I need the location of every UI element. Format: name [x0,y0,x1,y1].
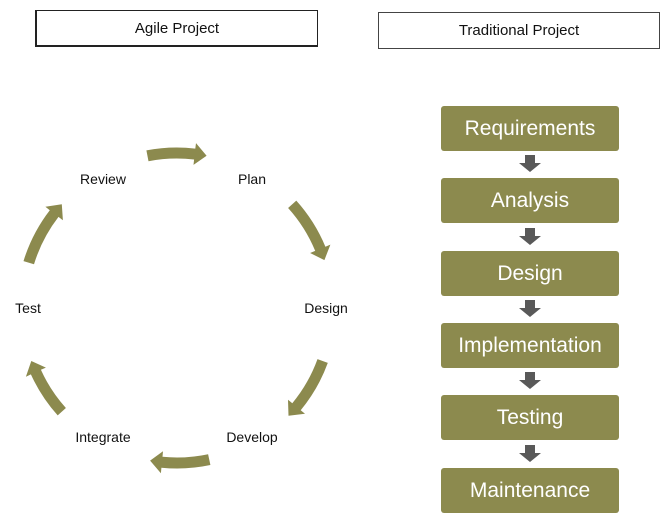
cycle-label-review: Review [80,171,126,187]
cycle-label-design: Design [304,300,348,316]
cycle-label-test: Test [15,300,41,316]
step-implementation: Implementation [441,323,619,368]
cycle-label-develop: Develop [226,429,278,445]
down-arrow-icon [519,372,541,389]
agile-project-title: Agile Project [35,10,318,47]
cycle-label-integrate: Integrate [75,429,131,445]
step-requirements: Requirements [441,106,619,151]
step-analysis: Analysis [441,178,619,223]
down-arrow-icon [519,155,541,172]
traditional-project-title: Traditional Project [378,12,660,49]
down-arrow-icon [519,300,541,317]
cycle-label-plan: Plan [237,171,267,187]
down-arrow-icon [519,445,541,462]
curved-arrow-icon [288,359,328,416]
step-design: Design [441,251,619,296]
curved-arrow-icon [25,361,66,416]
step-maintenance: Maintenance [441,468,619,513]
curved-arrow-icon [23,204,63,265]
curved-arrow-icon [146,143,207,165]
step-testing: Testing [441,395,619,440]
curved-arrow-icon [150,451,211,474]
curved-arrow-icon [288,200,331,261]
down-arrow-icon [519,228,541,245]
agile-cycle-diagram [23,143,331,474]
